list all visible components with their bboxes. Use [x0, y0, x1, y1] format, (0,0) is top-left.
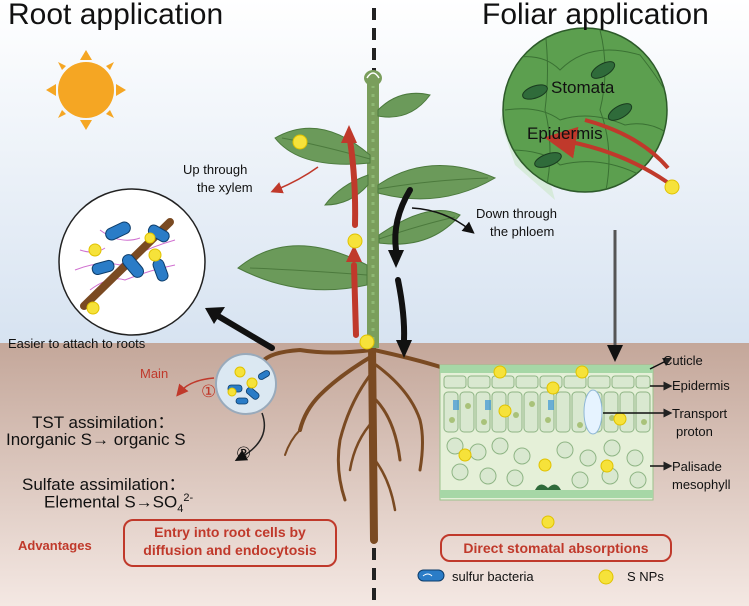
s-np-icon — [598, 569, 614, 585]
title-root-application: Root application — [8, 0, 224, 31]
epidermis-label-magnifier: Epidermis — [527, 124, 603, 143]
sulfate-conversion-label: Elemental S→SO42- — [44, 492, 194, 516]
leaf-cross-section — [439, 364, 654, 529]
plant-roots — [260, 341, 477, 544]
sulfur-bacteria-icon — [417, 569, 445, 582]
direct-stomatal-box: Direct stomatal absorptions — [440, 534, 672, 562]
palisade-label-2: mesophyll — [672, 477, 731, 492]
entry-root-cells-box: Entry into root cells by diffusion and e… — [123, 519, 337, 567]
stomata-label: Stomata — [551, 78, 615, 97]
epidermis-label-section: Epidermis — [672, 378, 730, 393]
step-1-label: ① — [201, 382, 217, 401]
legend-nps-label: S NPs — [627, 569, 664, 584]
xylem-arrows — [347, 137, 359, 338]
sun-icon — [46, 50, 126, 130]
down-phloem-label-1: Down through — [476, 206, 557, 221]
advantages-label: Advantages — [18, 538, 92, 553]
tst-conversion-label: Inorganic S→ organic S — [6, 430, 186, 449]
tst-assimilation-label: TST assimilation： — [32, 413, 175, 432]
plant-bud — [364, 70, 382, 86]
phloem-arrows — [392, 187, 413, 343]
cuticle-label: Cuticle — [663, 353, 703, 368]
down-phloem-label-2: the phloem — [490, 224, 555, 239]
attach-label: Easier to attach to roots — [8, 336, 146, 351]
up-xylem-label-1: Up through — [183, 162, 248, 177]
sulfate-assimilation-label: Sulfate assimilation： — [22, 475, 186, 494]
step-2-label: ② — [236, 444, 252, 463]
main-label: Main — [140, 366, 169, 381]
s-np-icon — [664, 179, 680, 195]
root-surface-magnifier — [215, 353, 277, 415]
transport-label-1: Transport — [672, 406, 728, 421]
title-foliar-application: Foliar application — [482, 0, 709, 31]
legend-bacteria-label: sulfur bacteria — [452, 569, 534, 584]
s-np-icon — [292, 134, 375, 350]
leaf-magnifier — [500, 27, 668, 200]
transport-label-2: proton — [676, 424, 713, 439]
root-magnifier — [58, 188, 206, 336]
palisade-label-1: Palisade — [672, 459, 722, 474]
up-xylem-label-2: the xylem — [197, 180, 253, 195]
